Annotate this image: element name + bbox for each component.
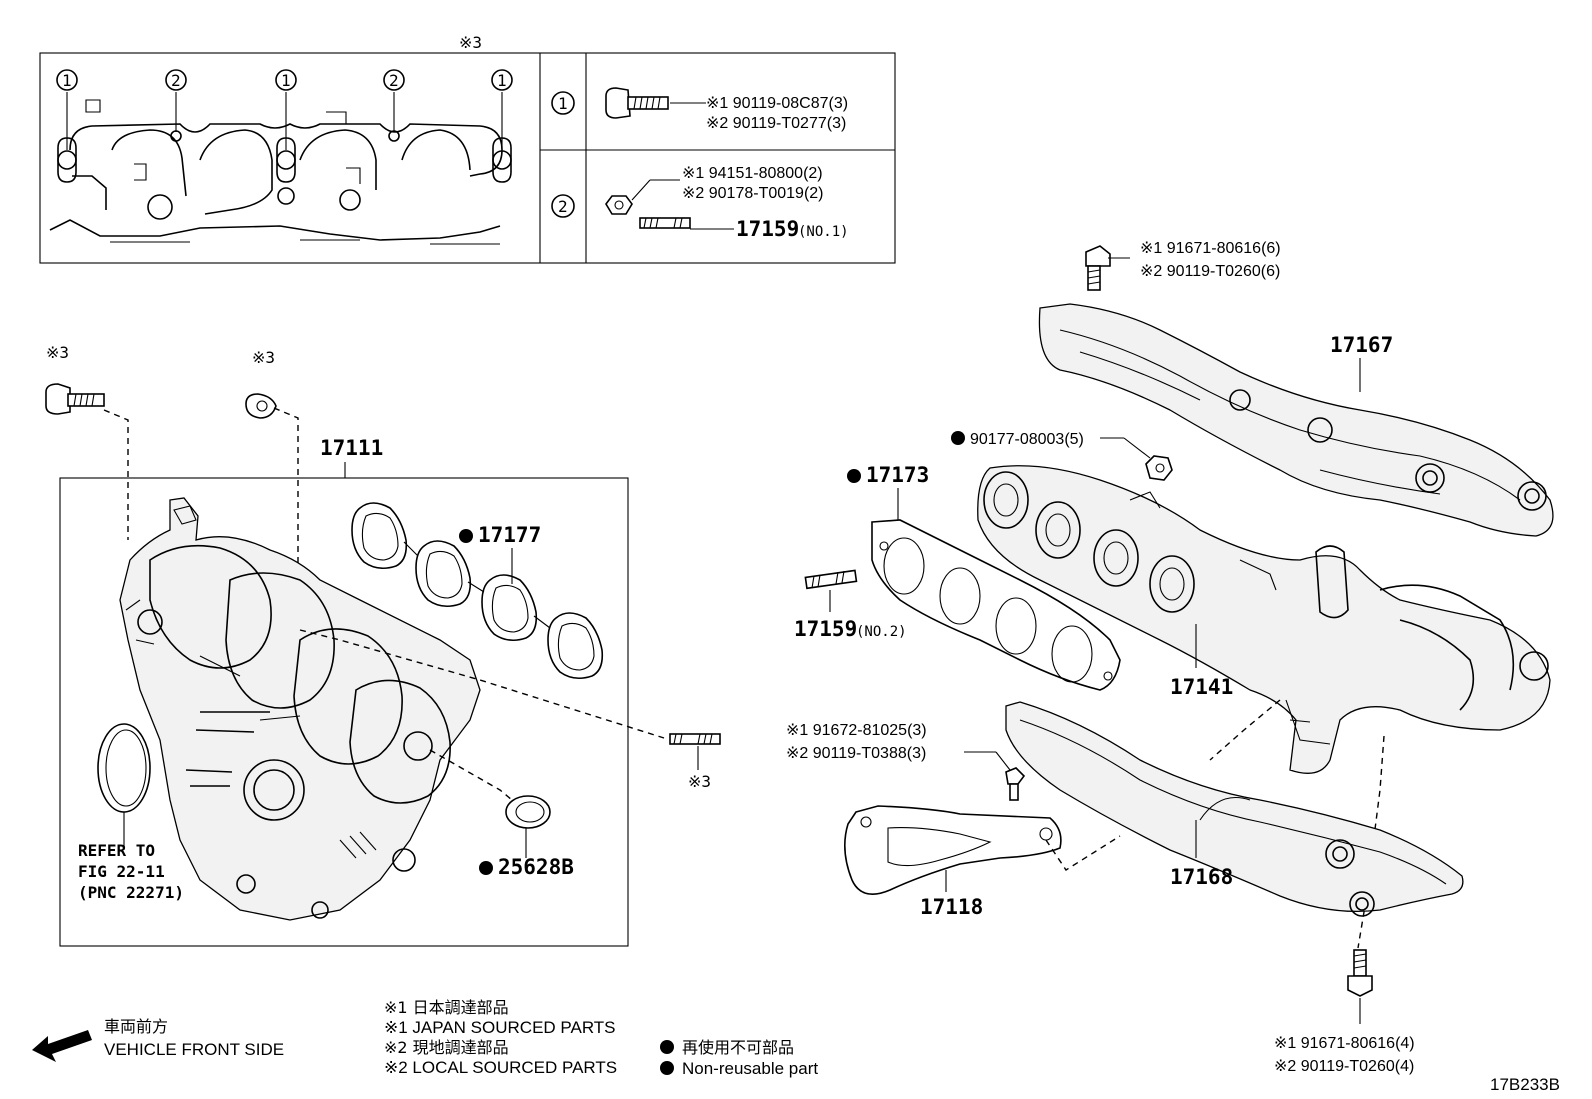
exhaust-gasket-part: 17173 (866, 463, 929, 487)
throttle-gasket-ring (97, 723, 151, 813)
lower-heat-insulator (1005, 701, 1464, 917)
callout-1-right: 1 (491, 69, 513, 150)
table-note-mark: ※3 (459, 33, 482, 52)
bottom-bolt-jp: ※1 91671-80616(4) (1274, 1035, 1415, 1052)
top-bolt-jp: ※1 91671-80616(6) (1140, 240, 1281, 257)
intake-manifold-body (119, 497, 481, 921)
row1-part-local: ※2 90119-T0277(3) (706, 115, 846, 132)
exhaust-gasket (871, 519, 1121, 691)
seal-part: 25628B (498, 855, 574, 879)
callout-1-left: 1 (56, 69, 78, 150)
bracket (844, 805, 1062, 896)
legend-nonreuse-en: Non-reusable part (682, 1059, 818, 1078)
row2-stud-part: 17159 (736, 217, 799, 241)
legend-jp-sourced-jp: ※1 日本調達部品 (384, 998, 509, 1017)
exhaust-section: ※1 91671-80616(6) ※2 90119-T0260(6) 1716… (786, 240, 1554, 1075)
legend: 車両前方 VEHICLE FRONT SIDE ※1 日本調達部品 ※1 JAP… (32, 998, 1560, 1094)
row2-part-jp: ※1 94151-80800(2) (682, 165, 823, 182)
bracket-part: 17118 (920, 895, 983, 919)
row2-stud-sub: (NO.1) (798, 224, 849, 240)
stud-bolt-icon (639, 217, 691, 229)
intake-gasket-part: 17177 (478, 523, 541, 547)
seal-ring (505, 795, 551, 829)
mid-bolt-local: ※2 90119-T0388(3) (786, 745, 926, 762)
svg-text:1: 1 (558, 94, 568, 113)
exhaust-stud-sub: (NO.2) (856, 624, 907, 640)
table-row-1: 1 ※1 90119-08C87(3) ※2 90119-T0277(3) (551, 87, 848, 132)
exhaust-stud-part: 17159 (794, 617, 857, 641)
upper-insulator-part: 17167 (1330, 333, 1393, 357)
intake-bolt-mark: ※3 (46, 343, 69, 362)
exhaust-manifold-part: 17141 (1170, 675, 1233, 699)
bottom-bolt-icon (1347, 949, 1373, 997)
callout-2-left: 2 (165, 69, 187, 132)
mid-bolt-jp: ※1 91672-81025(3) (786, 722, 927, 739)
bottom-bolt-local: ※2 90119-T0260(4) (1274, 1058, 1414, 1075)
svg-text:1: 1 (497, 71, 507, 90)
bolt-pattern-table: ※3 (39, 33, 896, 264)
legend-local-sourced-en: ※2 LOCAL SOURCED PARTS (384, 1058, 617, 1077)
svg-text:2: 2 (558, 197, 568, 216)
intake-nut-icon (245, 393, 277, 419)
row2-part-local: ※2 90178-T0019(2) (682, 185, 824, 202)
intake-assembly-part: 17111 (320, 436, 383, 460)
figure-code: 17B233B (1490, 1075, 1560, 1094)
flange-bolt-icon (605, 87, 669, 119)
svg-text:2: 2 (171, 71, 181, 90)
intake-stud-mark: ※3 (688, 772, 711, 791)
row1-part-jp: ※1 90119-08C87(3) (706, 95, 848, 112)
svg-text:1: 1 (62, 71, 72, 90)
callout-2-right: 2 (383, 69, 405, 132)
refer-line-1: REFER TO (78, 841, 155, 860)
callout-1-center: 1 (275, 69, 297, 150)
mounting-face-sketch (49, 99, 512, 245)
mid-bolt-icon (1005, 767, 1026, 801)
intake-nut-mark: ※3 (252, 348, 275, 367)
refer-line-2: FIG 22-11 (78, 862, 165, 881)
legend-local-sourced-jp: ※2 現地調達部品 (384, 1038, 509, 1057)
table-row-2: 2 ※1 94151-80800(2) ※2 90178-T0019(2) 17… (551, 165, 849, 241)
refer-line-3: (PNC 22271) (78, 883, 184, 902)
intake-flange-bolt-icon (45, 383, 105, 415)
front-label-en: VEHICLE FRONT SIDE (104, 1040, 284, 1059)
intake-stud-icon (669, 733, 721, 745)
exhaust-manifold (977, 465, 1551, 774)
lower-insulator-part: 17168 (1170, 865, 1233, 889)
svg-text:1: 1 (281, 71, 291, 90)
top-bolt-icon (1085, 245, 1111, 291)
vehicle-front-arrow-icon (32, 1030, 92, 1062)
top-bolt-local: ※2 90119-T0260(6) (1140, 263, 1280, 280)
intake-gasket (351, 502, 604, 680)
svg-text:2: 2 (389, 71, 399, 90)
exhaust-nut-icon (1145, 455, 1173, 481)
nut-icon (605, 195, 633, 215)
front-label-jp: 車両前方 (104, 1017, 168, 1036)
legend-nonreuse-jp: 再使用不可部品 (682, 1038, 794, 1057)
exhaust-stud-icon (804, 569, 858, 590)
intake-section: ※3 ※3 17111 17177 (45, 343, 721, 947)
legend-jp-sourced-en: ※1 JAPAN SOURCED PARTS (384, 1018, 616, 1037)
upper-heat-insulator (1038, 303, 1554, 537)
exhaust-nut-part: 90177-08003(5) (970, 431, 1084, 448)
